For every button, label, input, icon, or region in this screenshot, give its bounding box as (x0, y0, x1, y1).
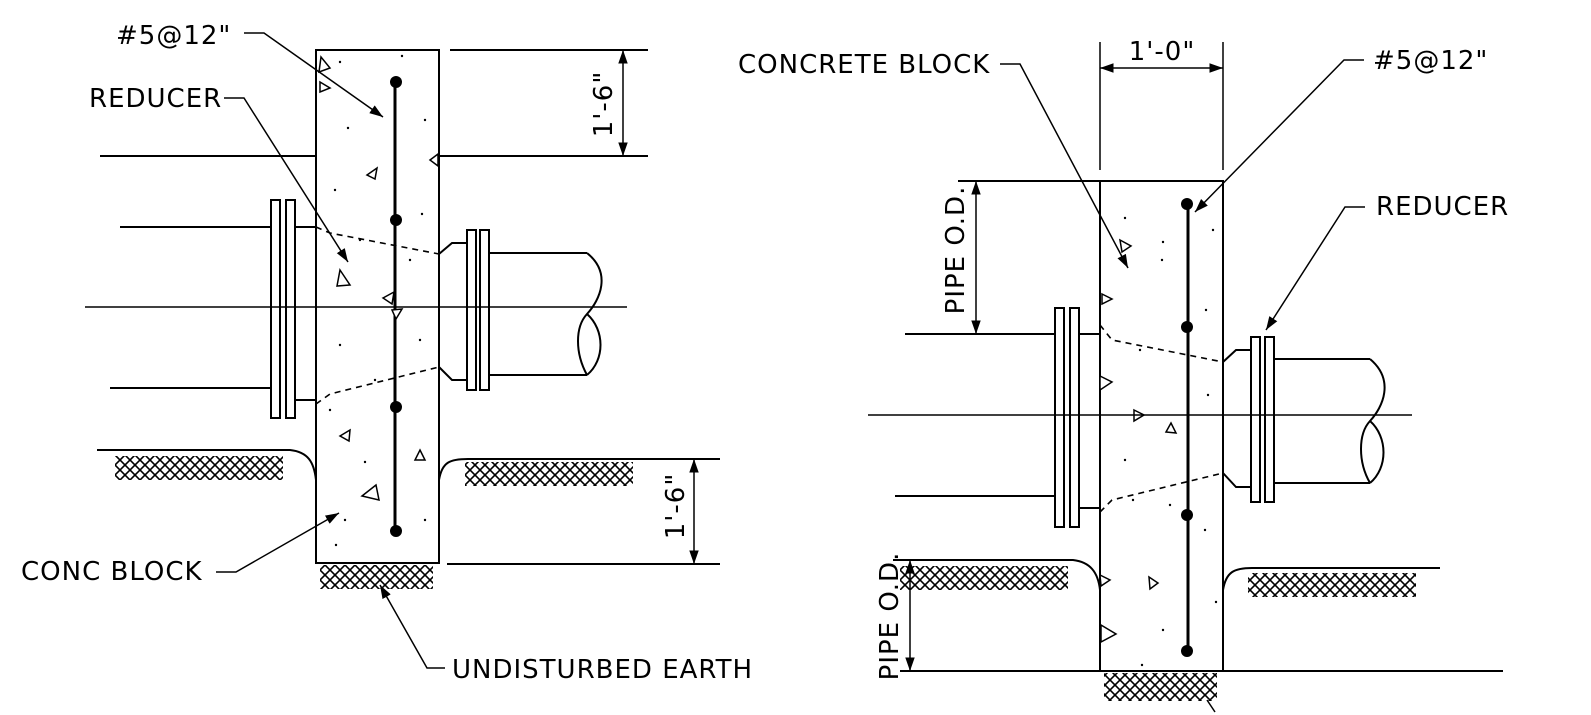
left-rebar-dots (390, 76, 402, 537)
left-grade-right (438, 458, 720, 481)
right-small-flange-2 (1264, 336, 1275, 503)
right-rebar-dots (1181, 198, 1193, 657)
right-grade-left (893, 559, 1101, 591)
left-earth-hatch-3 (320, 565, 433, 589)
right-block-label: CONCRETE BLOCK (738, 50, 990, 80)
left-reducer-bottom (315, 366, 440, 405)
left-dim-bottom-text: 1'-6" (661, 473, 691, 540)
right-width-dim-text: 1'-0" (1129, 37, 1196, 67)
left-block-label: CONC BLOCK (21, 557, 203, 587)
right-earth-hatch-3 (1104, 673, 1217, 701)
right-small-flange-1 (1250, 336, 1261, 503)
right-flange-1 (1054, 307, 1065, 528)
left-dim-top-text: 1'-6" (589, 71, 619, 138)
left-flange-1 (270, 199, 281, 419)
left-detail: 1'-6" 1'-6" #5@12" REDUCER CONC BLOCK UN… (21, 21, 753, 685)
right-block-leader (1000, 63, 1129, 269)
left-small-flange-2 (479, 229, 490, 391)
left-reducer-leader (224, 97, 349, 263)
right-rebar-leader (1194, 59, 1364, 213)
left-aggregate (318, 54, 439, 547)
left-reducer-label: REDUCER (89, 84, 222, 114)
right-lower-dim-text: PIPE O.D. (875, 552, 905, 681)
left-small-flange-1 (466, 229, 477, 391)
right-upper-dim-text: PIPE O.D. (941, 186, 971, 315)
right-reducer-bottom (1099, 472, 1224, 513)
left-rebar-label: #5@12" (116, 21, 231, 51)
right-earth-hatch-1 (900, 566, 1068, 590)
left-earth-hatch-1 (115, 456, 283, 480)
left-earth-label: UNDISTURBED EARTH (452, 655, 753, 685)
right-concrete-block (1099, 180, 1224, 672)
right-reducer-label: REDUCER (1376, 192, 1509, 222)
left-earth-hatch-2 (465, 462, 633, 486)
left-block-leader (216, 512, 340, 573)
left-earth-leader (379, 584, 445, 669)
right-earth-hatch-2 (1248, 573, 1416, 597)
right-detail: 1'-0" PIPE O.D. PIPE O.D. CONCRETE BLOCK… (738, 37, 1509, 713)
right-aggregate (1099, 216, 1218, 667)
right-flange-2 (1069, 307, 1080, 528)
right-grade-right (1222, 567, 1440, 591)
left-grade-left (97, 449, 317, 481)
right-reducer-top (1099, 324, 1224, 363)
left-rebar-leader (244, 32, 384, 118)
right-rebar-label: #5@12" (1373, 46, 1488, 76)
right-reducer-leader (1265, 206, 1365, 331)
left-flange-2 (285, 199, 296, 419)
